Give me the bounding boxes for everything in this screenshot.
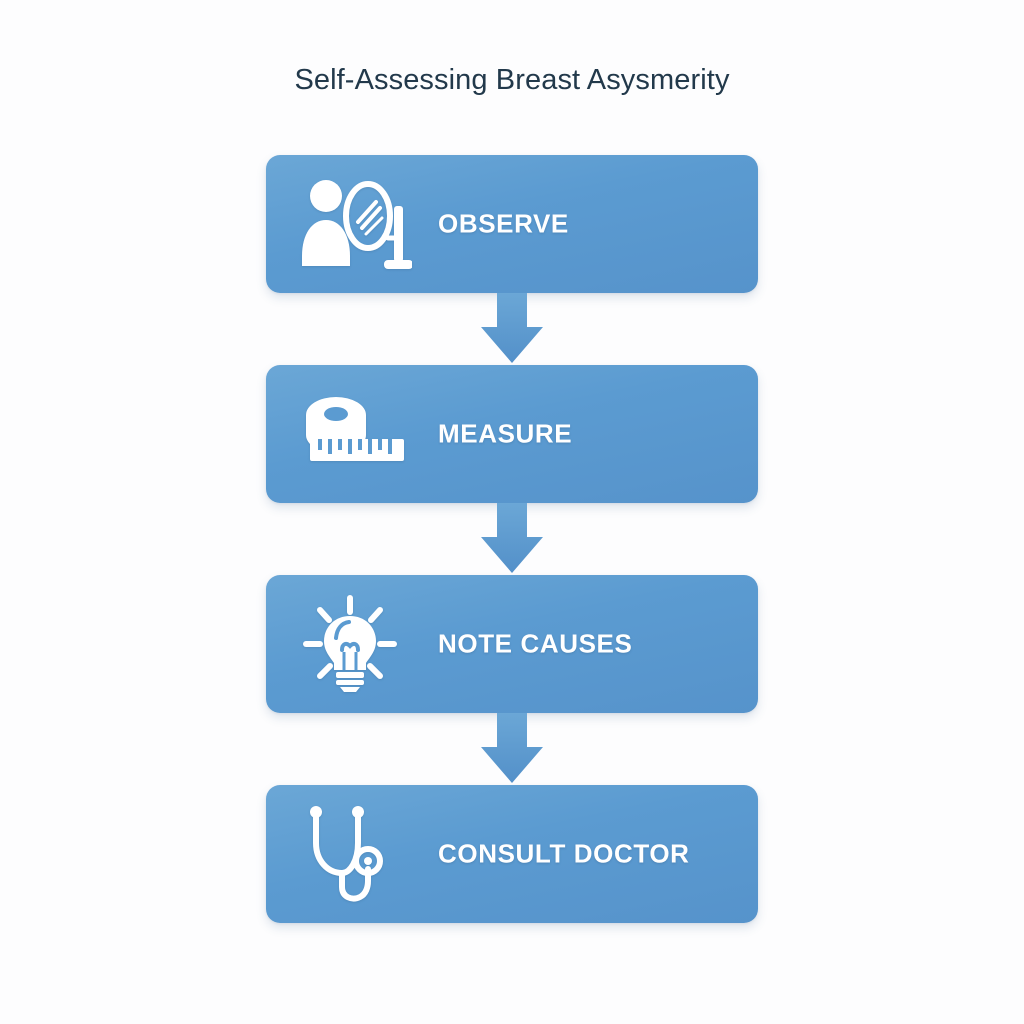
stethoscope-icon bbox=[300, 802, 412, 906]
person-mirror-icon bbox=[300, 172, 412, 276]
flow-step-label: OBSERVE bbox=[438, 208, 569, 239]
flow-connector bbox=[266, 713, 758, 785]
flow-step-measure[interactable]: MEASURE bbox=[266, 365, 758, 503]
flowchart: OBSERVE bbox=[266, 155, 758, 923]
down-arrow-icon bbox=[480, 713, 544, 785]
down-arrow-icon bbox=[480, 503, 544, 575]
flow-step-observe[interactable]: OBSERVE bbox=[266, 155, 758, 293]
measuring-tape-icon bbox=[300, 382, 412, 486]
flow-step-consult-doctor[interactable]: CONSULT DOCTOR bbox=[266, 785, 758, 923]
flow-step-note-causes[interactable]: NOTE CAUSES bbox=[266, 575, 758, 713]
page-title: Self-Assessing Breast Asysmerity bbox=[294, 64, 730, 96]
down-arrow-icon bbox=[480, 293, 544, 365]
flow-connector bbox=[266, 293, 758, 365]
flow-step-label: MEASURE bbox=[438, 418, 573, 449]
flow-connector bbox=[266, 503, 758, 575]
flow-step-label: CONSULT DOCTOR bbox=[438, 838, 690, 869]
flow-step-label: NOTE CAUSES bbox=[438, 628, 633, 659]
lightbulb-icon bbox=[300, 592, 412, 696]
